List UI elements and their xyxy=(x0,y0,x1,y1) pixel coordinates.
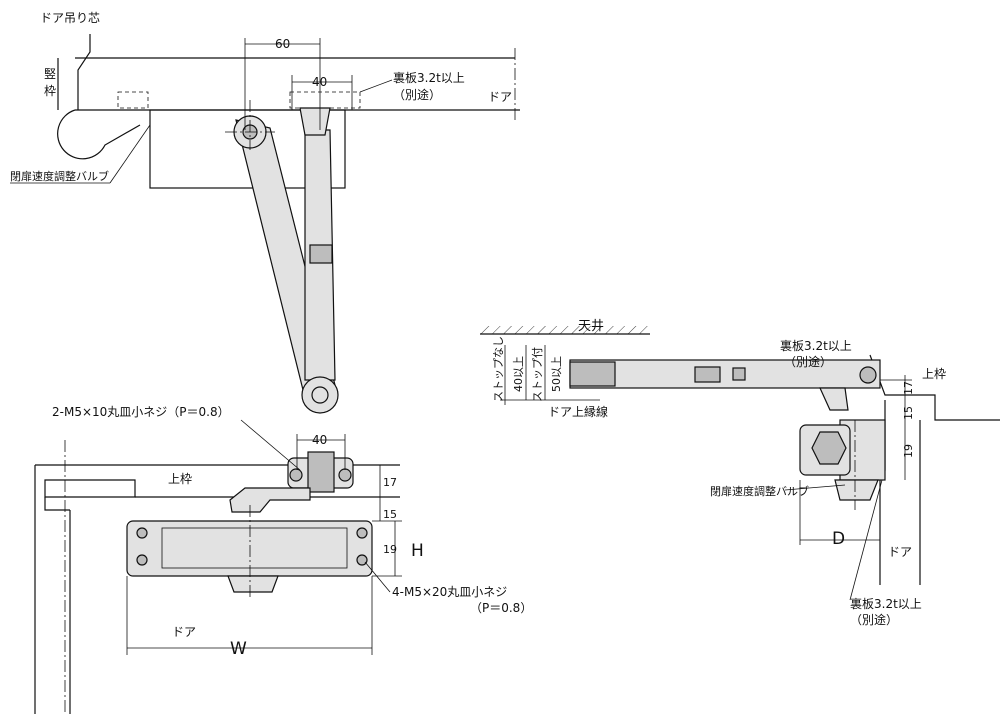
jamb-label-1: 竪 xyxy=(44,67,56,81)
valve-front xyxy=(227,575,279,593)
backing-plate-side-label: 裏板3.2t以上 xyxy=(780,338,852,353)
arm-shoe xyxy=(299,107,331,136)
backing-plate-bottom-note: （別途） xyxy=(850,612,898,627)
head-frame xyxy=(34,464,400,714)
valve-side xyxy=(834,479,879,501)
arm-side xyxy=(569,359,881,389)
screw-m5x20-label: 4-M5×20丸皿小ネジ xyxy=(392,585,507,599)
arm-front xyxy=(229,487,311,513)
head-frame-side xyxy=(869,354,1000,421)
dim-19-side: 19 xyxy=(902,444,915,458)
with-stop-label: ストップ付 xyxy=(531,347,544,402)
top-view xyxy=(10,34,520,414)
dim-h: H xyxy=(411,541,424,561)
dim-40-front: 40 xyxy=(312,433,327,447)
no-stop-label: ストップなし xyxy=(492,336,505,402)
valve-label-top: 閉扉速度調整バルブ xyxy=(10,169,109,183)
ceiling-label: 天井 xyxy=(578,319,604,334)
backing-plate-side-note: （別途） xyxy=(784,354,832,369)
backing-plate-bottom-label: 裏板3.2t以上 xyxy=(850,596,922,611)
dim-17-front: 17 xyxy=(383,476,397,489)
door-top-edge-label: ドア上縁線 xyxy=(548,404,608,419)
head-frame-front-label: 上枠 xyxy=(168,472,192,486)
front-view xyxy=(34,419,402,714)
door-front-label: ドア xyxy=(172,625,196,639)
dim-d: D xyxy=(832,529,845,549)
screw-m5x20-pitch: （P＝0.8） xyxy=(470,601,532,615)
arm-joint xyxy=(301,376,339,414)
min-50-label: 50以上 xyxy=(550,356,563,392)
dim-60: 60 xyxy=(275,37,290,51)
screw-m5x10-label: 2-M5×10丸皿小ネジ（P＝0.8） xyxy=(52,405,230,419)
min-40-label: 40以上 xyxy=(512,356,525,392)
side-view xyxy=(480,326,1000,601)
dim-19-front: 19 xyxy=(383,543,397,556)
closer-body-plan xyxy=(149,109,346,189)
door-pivot-label: ドア吊り芯 xyxy=(40,11,100,25)
door-label-top: ドア xyxy=(488,90,512,104)
dim-15-side: 15 xyxy=(902,406,915,420)
jamb-label-2: 枠 xyxy=(44,84,56,98)
head-frame-side-label: 上枠 xyxy=(922,367,946,381)
pivot-hinge xyxy=(57,109,141,160)
dim-15-front: 15 xyxy=(383,508,397,521)
door-side-label: ドア xyxy=(888,545,912,559)
jamb-outline xyxy=(77,34,91,110)
dim-w: W xyxy=(230,639,247,659)
dim-17-side: 17 xyxy=(902,381,915,395)
dim-40-top: 40 xyxy=(312,75,327,89)
backing-plate-top-note: （別途） xyxy=(393,87,441,102)
valve-side-label: 閉扉速度調整バルブ xyxy=(710,484,809,498)
backing-plate-top: 裏板3.2t以上 xyxy=(393,70,465,85)
